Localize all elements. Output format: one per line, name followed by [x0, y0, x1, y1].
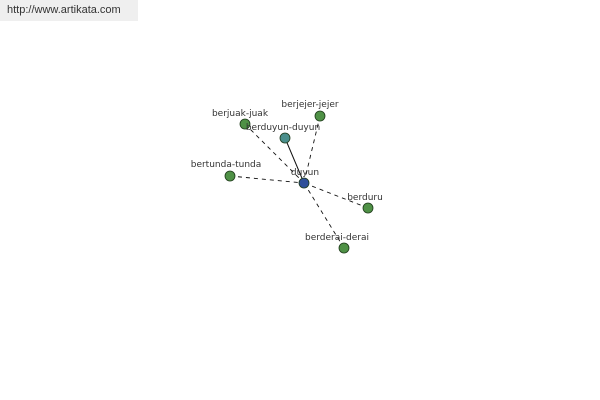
- node-label-bertunda-tunda[interactable]: bertunda-tunda: [191, 160, 262, 170]
- node-label-berderai-derai[interactable]: berderai-derai: [305, 233, 369, 243]
- node-label-berjuak-juak[interactable]: berjuak-juak: [212, 109, 269, 119]
- node-label-berjejer-jejer[interactable]: berjejer-jejer: [281, 100, 338, 110]
- graph-nodes: [224, 110, 374, 254]
- node-berduyun-duyun[interactable]: [279, 132, 291, 144]
- edge-berduyun-duyun: [284, 137, 305, 184]
- node-berderai-derai[interactable]: [338, 242, 350, 254]
- node-label-duyun[interactable]: duyun: [291, 168, 319, 178]
- edge-berjejer-jejer: [303, 115, 321, 184]
- node-label-berduru[interactable]: berduru: [347, 193, 383, 203]
- graph-edges: [229, 115, 369, 249]
- graph-labels: berjuak-juak berjejer-jejer berduyun-duyun…: [191, 100, 383, 243]
- edge-berjuak-juak: [244, 123, 305, 184]
- node-berjejer-jejer[interactable]: [314, 110, 326, 122]
- node-bertunda-tunda[interactable]: [224, 170, 236, 182]
- node-berduru[interactable]: [362, 202, 374, 214]
- node-berjuak-juak[interactable]: [239, 118, 251, 130]
- center-node-duyun[interactable]: [298, 177, 310, 189]
- node-label-berduyun-duyun[interactable]: berduyun-duyun: [246, 123, 320, 133]
- edge-berduru: [303, 182, 369, 209]
- source-url-banner[interactable]: http://www.artikata.com: [0, 0, 138, 21]
